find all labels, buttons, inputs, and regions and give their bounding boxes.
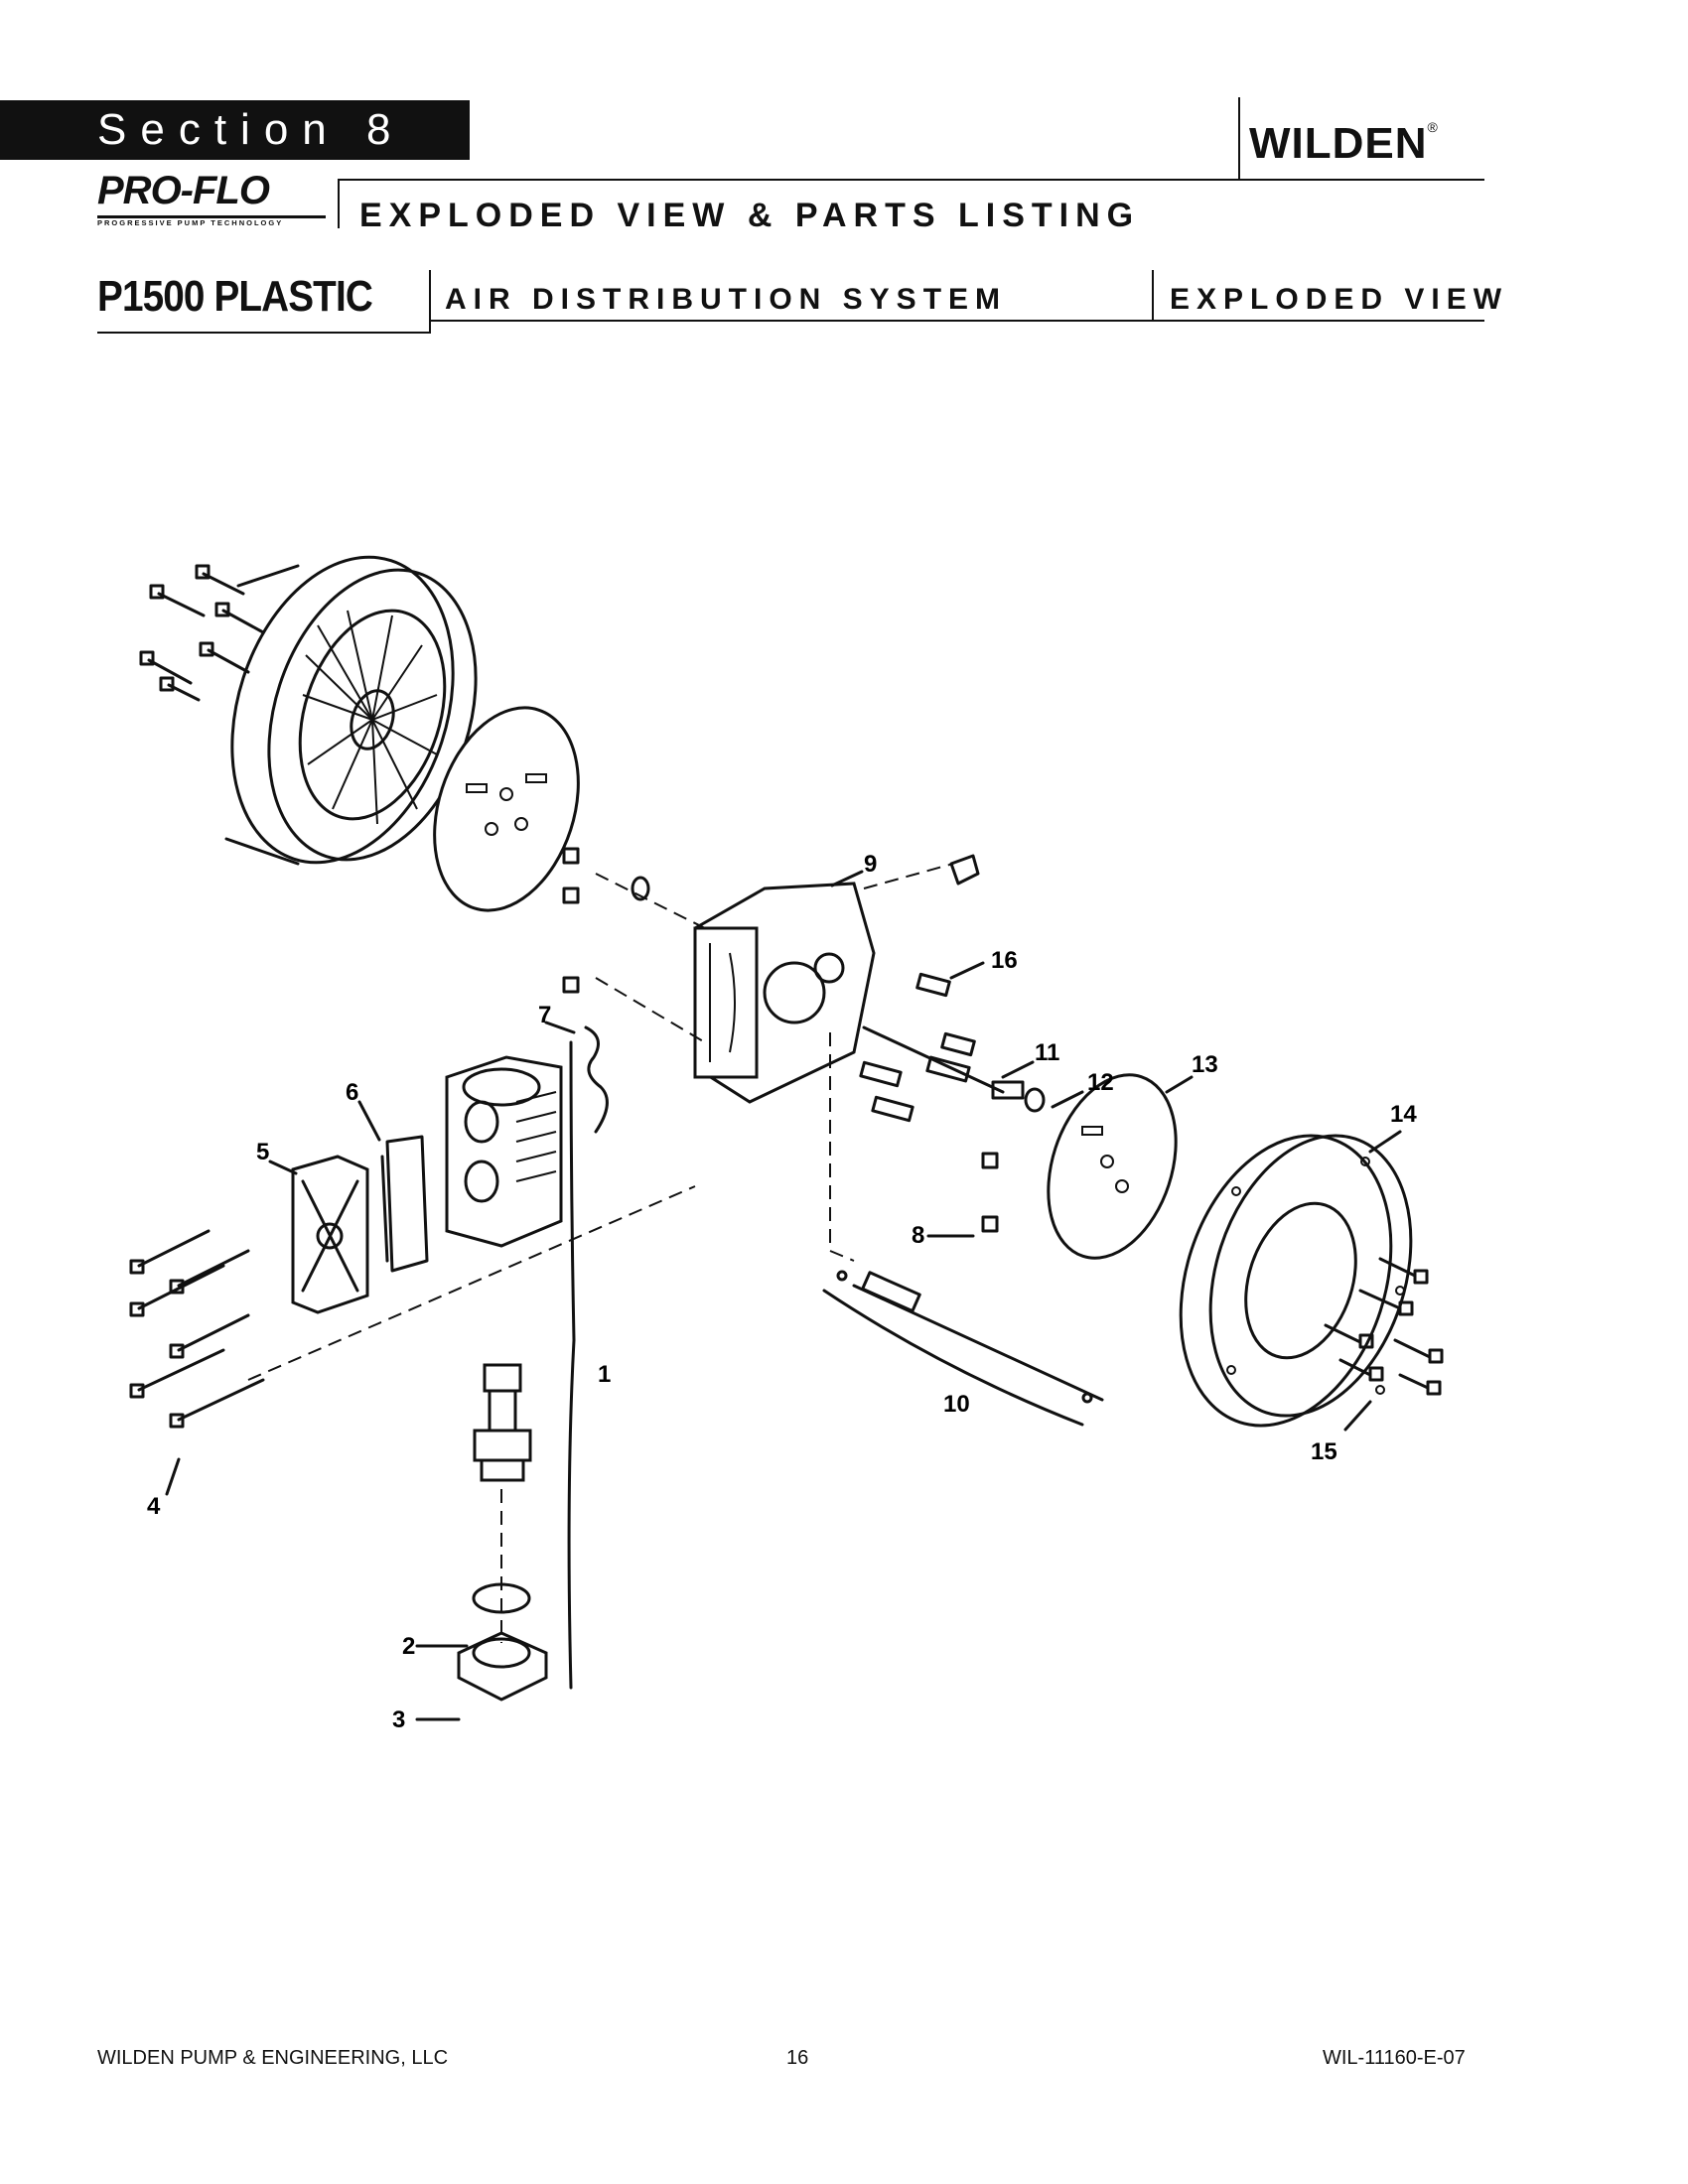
center-block: [693, 882, 876, 1104]
alignment-lines: [247, 863, 954, 1643]
header-rule: [338, 179, 1484, 181]
left-gasket: [433, 706, 580, 912]
chamber-bolts-right: [1324, 1257, 1444, 1396]
valve-body-line: [567, 1040, 576, 1690]
proflo-tagline: PROGRESSIVE PUMP TECHNOLOGY: [97, 218, 284, 227]
callout-8: 8: [912, 1222, 924, 1249]
callout-12: 12: [1087, 1069, 1114, 1096]
wilden-brand: WILDEN: [1249, 119, 1428, 168]
callout-9: 9: [864, 851, 877, 878]
header-divider-right: [1238, 97, 1240, 181]
section-label: Section 8: [97, 105, 405, 154]
footer-page-number: 16: [786, 2047, 809, 2069]
view-title: EXPLODED VIEW: [1170, 283, 1509, 316]
chamber-bolts-left: [139, 564, 265, 702]
callout-5: 5: [256, 1139, 269, 1165]
right-gasket: [1047, 1073, 1178, 1260]
callout-7: 7: [538, 1002, 551, 1028]
spool: [473, 1363, 532, 1482]
valve-gasket-7: [584, 1025, 609, 1134]
section-banner: Section 8: [0, 100, 470, 160]
valve-cap: [291, 1155, 369, 1314]
callout-14: 14: [1390, 1101, 1417, 1128]
callout-3: 3: [392, 1706, 405, 1733]
subheader-divider-2: [1152, 270, 1154, 322]
footer-doc-id: WIL-11160-E-07: [1323, 2047, 1466, 2069]
callout-leaders: [165, 870, 1402, 1721]
o-ring-small: [631, 876, 650, 901]
callout-4: 4: [147, 1493, 161, 1520]
model-name: P1500 PLASTIC: [97, 272, 373, 321]
callout-13: 13: [1192, 1051, 1218, 1078]
footer-company: WILDEN PUMP & ENGINEERING, LLC: [97, 2047, 449, 2069]
callout-6: 6: [346, 1079, 358, 1106]
system-title: AIR DISTRIBUTION SYSTEM: [445, 283, 1008, 316]
air-valve-body: [445, 1055, 563, 1248]
callout-1: 1: [598, 1361, 611, 1388]
callout-11: 11: [1035, 1039, 1059, 1066]
valve-bolts: [129, 1229, 265, 1429]
right-air-chamber: [1179, 1134, 1413, 1428]
callout-16: 16: [991, 947, 1018, 974]
valve-gasket: [380, 1135, 429, 1273]
wilden-logo: WILDEN®: [1249, 119, 1438, 169]
retaining-nuts: [562, 847, 999, 1233]
page-title: EXPLODED VIEW & PARTS LISTING: [359, 197, 1141, 234]
shaft-assembly: [822, 1270, 1104, 1427]
header-divider-left: [338, 179, 340, 228]
subheader-divider-1: [429, 270, 431, 334]
registered-mark: ®: [1427, 119, 1438, 135]
callout-10: 10: [943, 1391, 970, 1418]
subheader-rule: [429, 320, 1484, 322]
left-air-chamber: [224, 555, 478, 866]
proflo-logo: PRO-FLO PROGRESSIVE PUMP TECHNOLOGY: [97, 169, 328, 227]
proflo-wordmark: PRO-FLO: [97, 169, 270, 212]
model-underline: [97, 332, 430, 334]
callout-2: 2: [402, 1633, 415, 1660]
air-valve-fittings: [859, 854, 1046, 1123]
callout-labels: 1 2 3 4 5 6 7 8 9 10 11 12 13 14 15 16: [147, 851, 1417, 1733]
callout-15: 15: [1311, 1438, 1337, 1465]
end-cap: [457, 1631, 548, 1702]
proflo-underline: [97, 215, 326, 218]
